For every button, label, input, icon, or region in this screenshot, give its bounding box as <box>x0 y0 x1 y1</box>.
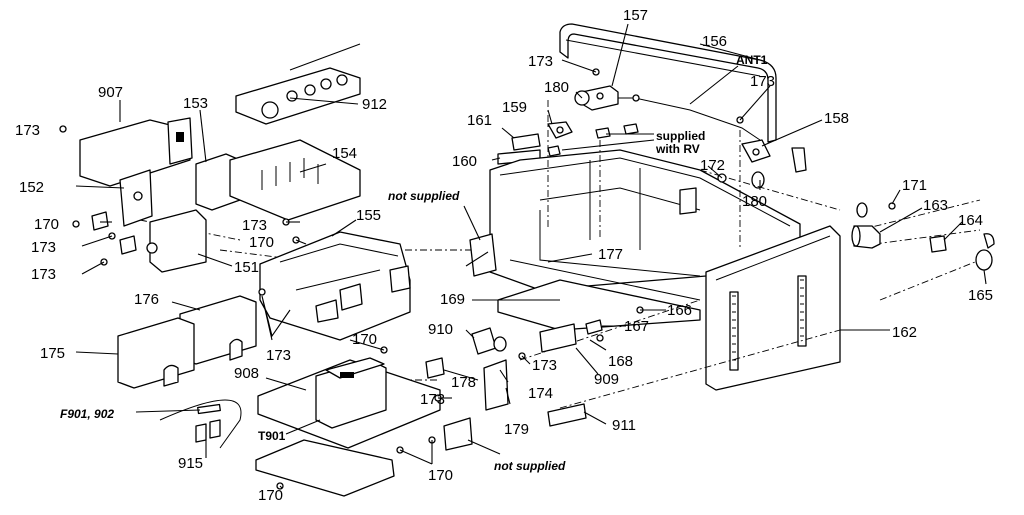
label-180: 180 <box>544 79 569 96</box>
label-170: 170 <box>34 216 59 233</box>
label-169: 169 <box>440 291 465 308</box>
knob-165 <box>975 249 993 271</box>
label-159: 159 <box>502 99 527 116</box>
label-155: 155 <box>356 207 381 224</box>
antenna-cable-ant1 <box>610 94 761 141</box>
label-160: 160 <box>452 153 477 170</box>
knob-171 <box>856 202 896 218</box>
label-177: 177 <box>598 246 623 263</box>
label-180: 180 <box>742 193 767 210</box>
label-911: 911 <box>612 417 636 434</box>
transformer-t901 <box>315 357 387 429</box>
label-908: 908 <box>234 365 259 382</box>
label-156: 156 <box>702 33 727 50</box>
label-173: 173 <box>750 73 775 90</box>
label-161: 161 <box>467 112 492 129</box>
label-173: 173 <box>528 53 553 70</box>
label-912: 912 <box>362 96 387 113</box>
bracket-159 <box>547 121 573 139</box>
part-167 <box>585 319 603 335</box>
leader-lines <box>75 23 987 489</box>
bracket-164 <box>929 233 995 253</box>
label-not-supplied: not supplied <box>494 459 566 473</box>
callout-labels: 157 156 ANT1 173 180 173 159 161 supplie… <box>15 7 993 504</box>
jack-163 <box>851 225 881 249</box>
label-179: 179 <box>504 421 529 438</box>
main-chassis <box>489 149 801 331</box>
small-parts-left <box>91 211 158 255</box>
label-ant1: ANT1 <box>736 53 768 67</box>
label-173: 173 <box>31 266 56 283</box>
rear-panel-162 <box>705 225 841 391</box>
label-173: 173 <box>532 357 557 374</box>
label-f901-902: F901, 902 <box>60 407 114 421</box>
label-151: 151 <box>234 259 259 276</box>
label-173: 173 <box>242 217 267 234</box>
label-152: 152 <box>19 179 44 196</box>
label-907: 907 <box>98 84 123 101</box>
label-153: 153 <box>183 95 208 112</box>
label-with-rv: with RV <box>655 142 700 156</box>
label-178: 178 <box>451 374 476 391</box>
label-165: 165 <box>968 287 993 304</box>
label-172: 172 <box>700 157 725 174</box>
connector-910 <box>471 327 507 355</box>
label-164: 164 <box>958 212 983 229</box>
part-909 <box>539 323 577 353</box>
bracket-151 <box>149 209 207 273</box>
carry-handle-156 <box>559 23 777 143</box>
label-166: 166 <box>667 302 692 319</box>
label-157: 157 <box>623 7 648 24</box>
label-909: 909 <box>594 371 619 388</box>
label-170: 170 <box>258 487 283 504</box>
label-175: 175 <box>40 345 65 362</box>
label-173: 173 <box>15 122 40 139</box>
frame-155 <box>259 231 411 341</box>
part-911 <box>547 403 587 427</box>
bottom-plate <box>255 439 395 497</box>
label-154: 154 <box>332 145 357 162</box>
label-162: 162 <box>892 324 917 341</box>
fuse-f901 <box>197 403 221 415</box>
label-163: 163 <box>923 197 948 214</box>
board-912 <box>235 43 361 125</box>
label-not-supplied: not supplied <box>388 189 460 203</box>
label-915: 915 <box>178 455 203 472</box>
foot-180 <box>751 171 765 189</box>
shield-175 <box>117 317 195 389</box>
bracket-158 <box>741 139 807 173</box>
label-174: 174 <box>528 385 553 402</box>
label-supplied: supplied <box>656 129 705 143</box>
part-178 <box>425 357 445 379</box>
label-171: 171 <box>902 177 927 194</box>
label-168: 168 <box>608 353 633 370</box>
label-173: 173 <box>266 347 291 364</box>
label-t901: T901 <box>258 429 286 443</box>
label-910: 910 <box>428 321 453 338</box>
label-176: 176 <box>134 291 159 308</box>
board-907 <box>79 117 193 187</box>
label-167: 167 <box>624 318 649 335</box>
label-173: 173 <box>31 239 56 256</box>
heatsink-154 <box>229 139 361 221</box>
bracket-179 <box>483 359 509 411</box>
label-173: 173 <box>420 391 445 408</box>
bracket-152 <box>119 169 153 227</box>
rv-parts <box>547 123 639 157</box>
label-170: 170 <box>249 234 274 251</box>
bracket-not-supplied-lower <box>443 417 473 451</box>
label-170: 170 <box>352 331 377 348</box>
bracket-161 <box>511 133 541 151</box>
label-170: 170 <box>428 467 453 484</box>
label-158: 158 <box>824 110 849 127</box>
